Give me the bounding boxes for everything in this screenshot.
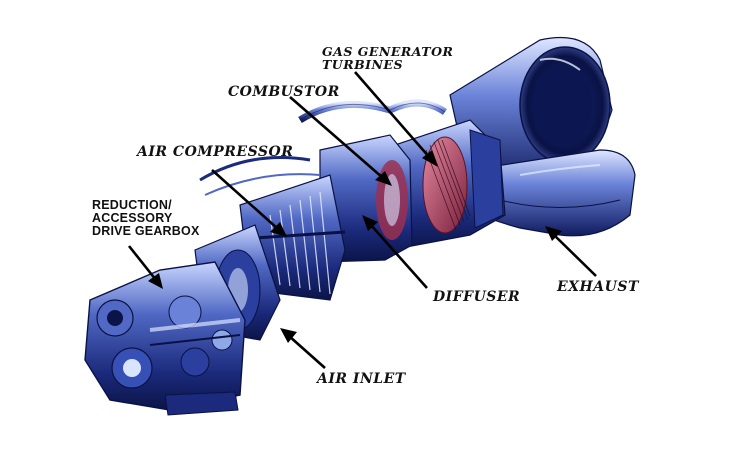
label-reduction-line1: REDUCTION/: [92, 198, 172, 212]
arrow-air-inlet: [280, 328, 326, 369]
label-air-inlet: AIR INLET: [317, 371, 406, 387]
label-reduction-line3: DRIVE GEARBOX: [92, 224, 200, 239]
label-gas-generator-line1: GAS GENERATOR: [322, 44, 454, 59]
label-diffuser: DIFFUSER: [433, 289, 521, 305]
label-exhaust: EXHAUST: [557, 279, 639, 295]
label-reduction-line2: ACCESSORY: [92, 211, 173, 226]
arrow-reduction-gearbox: [127, 245, 163, 289]
label-gas-generator-line2: TURBINES: [322, 57, 403, 73]
label-combustor: COMBUSTOR: [228, 84, 340, 100]
arrow-combustor: [289, 96, 392, 186]
label-reduction-accessory-drive-gearbox: REDUCTION/ ACCESSORY DRIVE GEARBOX: [92, 198, 200, 239]
arrow-gas-generator-turbines: [354, 71, 438, 167]
arrow-diffuser: [362, 215, 428, 289]
arrow-air-compressor: [211, 169, 287, 237]
gearbox-section: [84, 261, 246, 416]
exhaust-duct-lower: [469, 149, 636, 237]
leader-arrows: [127, 71, 597, 369]
label-gas-generator-turbines: GAS GENERATOR TURBINES: [322, 45, 453, 71]
label-air-compressor: AIR COMPRESSOR: [137, 144, 294, 160]
arrow-exhaust: [545, 226, 597, 277]
